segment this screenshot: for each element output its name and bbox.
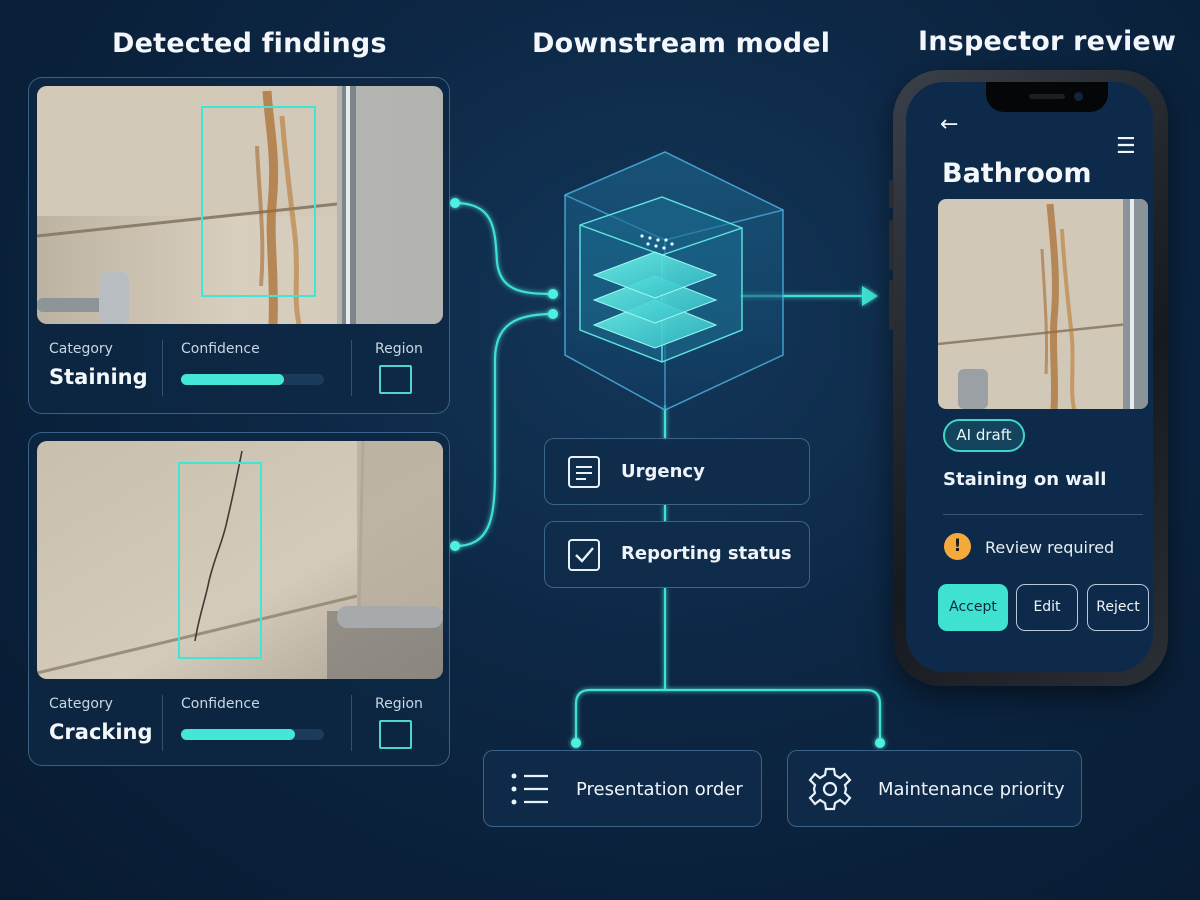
connector-staining bbox=[454, 201, 554, 296]
model-layers bbox=[592, 251, 718, 349]
category-value: Cracking bbox=[49, 720, 153, 744]
node-dot bbox=[548, 309, 558, 319]
reject-button[interactable]: Reject bbox=[1087, 584, 1149, 631]
phone-side-button bbox=[889, 220, 894, 270]
divider bbox=[943, 514, 1143, 515]
phone-side-button bbox=[889, 180, 894, 208]
node-dot bbox=[450, 198, 460, 208]
accept-button[interactable]: Accept bbox=[938, 584, 1008, 631]
warning-icon: ! bbox=[944, 533, 971, 560]
region-label: Region bbox=[375, 341, 423, 357]
node-dot bbox=[875, 738, 885, 748]
confidence-label: Confidence bbox=[181, 696, 260, 712]
back-arrow-icon[interactable]: ← bbox=[940, 112, 959, 137]
cracking-photo bbox=[37, 441, 443, 679]
phone-mockup: ← ☰ Bathroom AI draft Staining on wall !… bbox=[889, 70, 1168, 686]
phone-notch bbox=[986, 82, 1108, 112]
category-label: Category bbox=[49, 696, 113, 712]
maintenance-priority-label: Maintenance priority bbox=[878, 779, 1065, 800]
edit-button[interactable]: Edit bbox=[1016, 584, 1078, 631]
maintenance-priority-pill[interactable]: Maintenance priority bbox=[787, 750, 1082, 827]
finding-card-cracking[interactable]: Category Cracking Confidence Region bbox=[28, 432, 450, 766]
urgency-label: Urgency bbox=[621, 461, 705, 482]
finding-meta-cracking: Category Cracking Confidence Region bbox=[29, 685, 449, 765]
divider bbox=[351, 340, 352, 396]
category-value: Staining bbox=[49, 365, 148, 389]
divider bbox=[351, 695, 352, 751]
region-icon[interactable] bbox=[379, 720, 412, 749]
screen-finding-text: Staining on wall bbox=[943, 469, 1107, 490]
region-icon[interactable] bbox=[379, 365, 412, 394]
confidence-fill bbox=[181, 729, 296, 740]
heading-detected-findings: Detected findings bbox=[112, 28, 387, 59]
review-required-text: Review required bbox=[985, 538, 1115, 557]
arrow-head bbox=[862, 286, 878, 306]
divider bbox=[162, 340, 163, 396]
document-icon bbox=[568, 456, 600, 488]
checkbox-icon bbox=[568, 539, 600, 571]
ai-draft-badge: AI draft bbox=[943, 419, 1025, 452]
screen-photo[interactable] bbox=[938, 199, 1148, 409]
screen-title: Bathroom bbox=[942, 158, 1092, 189]
presentation-order-pill[interactable]: Presentation order bbox=[483, 750, 762, 827]
confidence-label: Confidence bbox=[181, 341, 260, 357]
reporting-status-pill[interactable]: Reporting status bbox=[544, 521, 810, 588]
phone-side-button bbox=[889, 280, 894, 330]
node-dot bbox=[548, 289, 558, 299]
divider bbox=[162, 695, 163, 751]
finding-card-staining[interactable]: Category Staining Confidence Region bbox=[28, 77, 450, 414]
gear-icon bbox=[808, 767, 852, 811]
model-dots bbox=[640, 234, 674, 250]
staining-photo bbox=[37, 86, 443, 324]
phone-screen: ← ☰ Bathroom AI draft Staining on wall !… bbox=[906, 82, 1153, 672]
node-dot bbox=[450, 541, 460, 551]
heading-inspector-review: Inspector review bbox=[918, 26, 1177, 57]
menu-icon[interactable]: ☰ bbox=[1116, 134, 1136, 159]
confidence-fill bbox=[181, 374, 284, 385]
list-icon bbox=[511, 773, 548, 805]
confidence-bar bbox=[181, 729, 324, 740]
connector-cracking bbox=[454, 312, 554, 548]
confidence-bar bbox=[181, 374, 324, 385]
node-dot bbox=[571, 738, 581, 748]
category-label: Category bbox=[49, 341, 113, 357]
reporting-status-label: Reporting status bbox=[621, 543, 792, 564]
presentation-order-label: Presentation order bbox=[576, 779, 743, 800]
region-label: Region bbox=[375, 696, 423, 712]
finding-meta-staining: Category Staining Confidence Region bbox=[29, 330, 449, 410]
connector-branch bbox=[574, 688, 882, 743]
heading-downstream-model: Downstream model bbox=[532, 28, 831, 59]
urgency-pill[interactable]: Urgency bbox=[544, 438, 810, 505]
